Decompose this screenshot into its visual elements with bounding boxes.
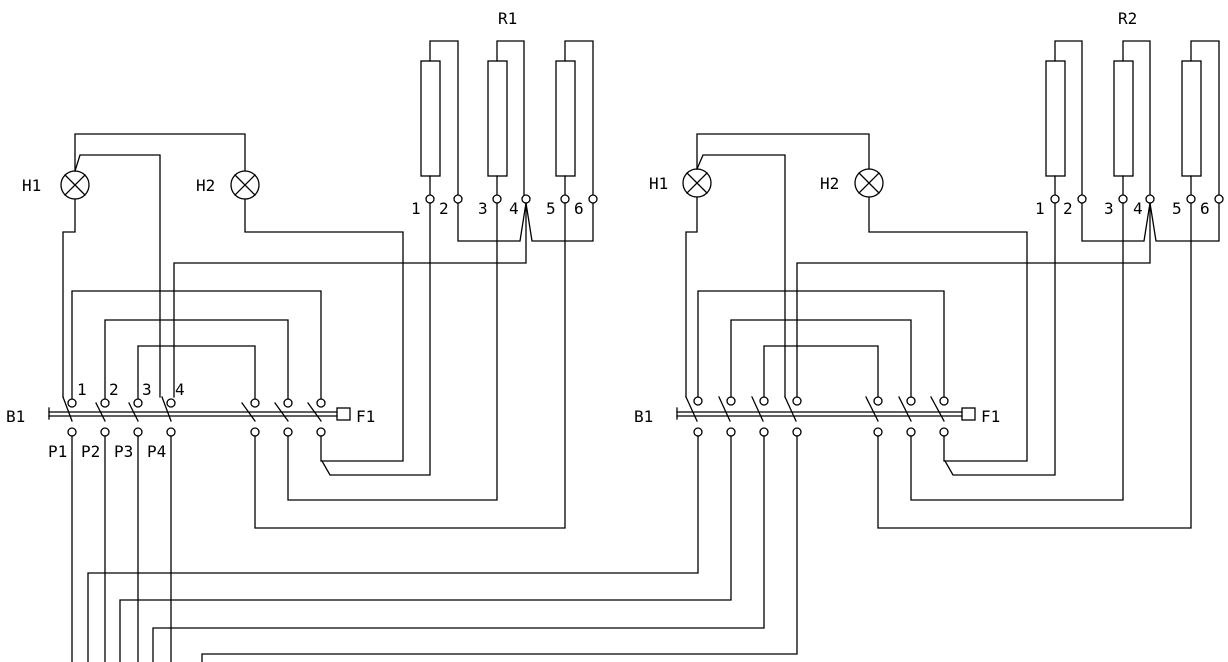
- contact-lower[interactable]: [726, 427, 736, 437]
- terminal-label-6: 6: [1200, 199, 1210, 218]
- terminal-label-1: 1: [411, 199, 421, 218]
- contact-lower[interactable]: [67, 427, 77, 437]
- contact-lower[interactable]: [283, 427, 293, 437]
- contact-label-3: 3: [142, 380, 152, 399]
- right-circuit: R2 1 2 3 4 5 6 H: [634, 9, 1224, 529]
- contact-upper[interactable]: [133, 398, 143, 408]
- contact-lower[interactable]: [166, 427, 176, 437]
- left-circuit: R1 1 2 3 4 5 6: [6, 9, 598, 662]
- contact-lower[interactable]: [759, 427, 769, 437]
- pole-label-3: P3: [114, 442, 133, 461]
- resistor-bank-r1: R1 1 2 3 4 5 6: [411, 9, 598, 242]
- lamp-label: H2: [196, 176, 215, 195]
- contact-upper[interactable]: [759, 396, 769, 406]
- contact-upper[interactable]: [166, 398, 176, 408]
- contact-upper[interactable]: [939, 396, 949, 406]
- fuse-label: F1: [356, 407, 375, 426]
- contact-lower[interactable]: [873, 427, 883, 437]
- terminal-label-4: 4: [509, 199, 519, 218]
- terminal-2[interactable]: [453, 194, 463, 204]
- terminal-2[interactable]: [1077, 194, 1087, 204]
- switch-label: B1: [6, 407, 25, 426]
- terminal-label-3: 3: [1104, 199, 1114, 218]
- lamp-h2: H2: [820, 168, 884, 198]
- switch-b1: B1 F1: [634, 396, 1000, 437]
- resistor-element-3: [555, 60, 576, 177]
- terminal-4[interactable]: [521, 194, 531, 204]
- resistor-bank-r2: R2 1 2 3 4 5 6: [1035, 9, 1224, 242]
- terminal-5[interactable]: [1186, 194, 1196, 204]
- lamp-h2: H2: [196, 170, 260, 200]
- terminal-label-2: 2: [1063, 199, 1073, 218]
- contact-upper[interactable]: [316, 398, 326, 408]
- terminal-label-3: 3: [478, 199, 488, 218]
- lamp-label: H1: [22, 176, 41, 195]
- pole-label-1: P1: [48, 442, 67, 461]
- switch-label: B1: [634, 407, 653, 426]
- contact-upper[interactable]: [726, 396, 736, 406]
- contact-label-4: 4: [175, 380, 185, 399]
- lamp-label: H1: [649, 174, 668, 193]
- resistor-element-1: [420, 60, 441, 177]
- contact-lower[interactable]: [906, 427, 916, 437]
- contact-label-2: 2: [109, 380, 119, 399]
- terminal-label-5: 5: [1172, 199, 1182, 218]
- interconnect-bus: [87, 435, 798, 662]
- resistor-element-2: [487, 60, 508, 177]
- terminal-1[interactable]: [425, 194, 435, 204]
- terminal-5[interactable]: [560, 194, 570, 204]
- lamp-h1: H1: [22, 170, 90, 200]
- terminal-3[interactable]: [492, 194, 502, 204]
- contact-lower[interactable]: [133, 427, 143, 437]
- contact-upper[interactable]: [792, 396, 802, 406]
- contact-upper[interactable]: [67, 398, 77, 408]
- fuse-icon: [961, 407, 976, 421]
- pole-label-4: P4: [147, 442, 166, 461]
- terminal-3[interactable]: [1118, 194, 1128, 204]
- terminal-1[interactable]: [1050, 194, 1060, 204]
- resistor-bank-label: R2: [1118, 9, 1137, 28]
- fuse-label: F1: [981, 407, 1000, 426]
- contact-lower[interactable]: [939, 427, 949, 437]
- terminal-4[interactable]: [1145, 194, 1155, 204]
- contact-upper[interactable]: [283, 398, 293, 408]
- contact-upper[interactable]: [100, 398, 110, 408]
- contact-upper[interactable]: [250, 398, 260, 408]
- terminal-label-6: 6: [574, 199, 584, 218]
- contact-lower[interactable]: [250, 427, 260, 437]
- terminal-label-5: 5: [546, 199, 556, 218]
- switch-b1: B1 F1 1 2 3 4 P1 P2 P3 P4: [6, 380, 375, 461]
- fuse-icon: [336, 407, 351, 421]
- contact-lower[interactable]: [792, 427, 802, 437]
- resistor-element-3: [1181, 60, 1202, 177]
- contact-label-1: 1: [77, 380, 87, 399]
- resistor-bank-label: R1: [498, 9, 517, 28]
- terminal-label-2: 2: [439, 199, 449, 218]
- terminal-6[interactable]: [588, 194, 598, 204]
- contact-lower[interactable]: [693, 427, 703, 437]
- terminal-label-4: 4: [1133, 199, 1143, 218]
- resistor-element-1: [1045, 60, 1066, 177]
- contact-upper[interactable]: [906, 396, 916, 406]
- contact-upper[interactable]: [873, 396, 883, 406]
- pole-label-2: P2: [81, 442, 100, 461]
- contact-upper[interactable]: [693, 396, 703, 406]
- contact-lower[interactable]: [316, 427, 326, 437]
- lamp-h1: H1: [649, 168, 712, 198]
- resistor-element-2: [1113, 60, 1134, 177]
- terminal-label-1: 1: [1035, 199, 1045, 218]
- terminal-6[interactable]: [1214, 194, 1224, 204]
- contact-lower[interactable]: [100, 427, 110, 437]
- lamp-label: H2: [820, 174, 839, 193]
